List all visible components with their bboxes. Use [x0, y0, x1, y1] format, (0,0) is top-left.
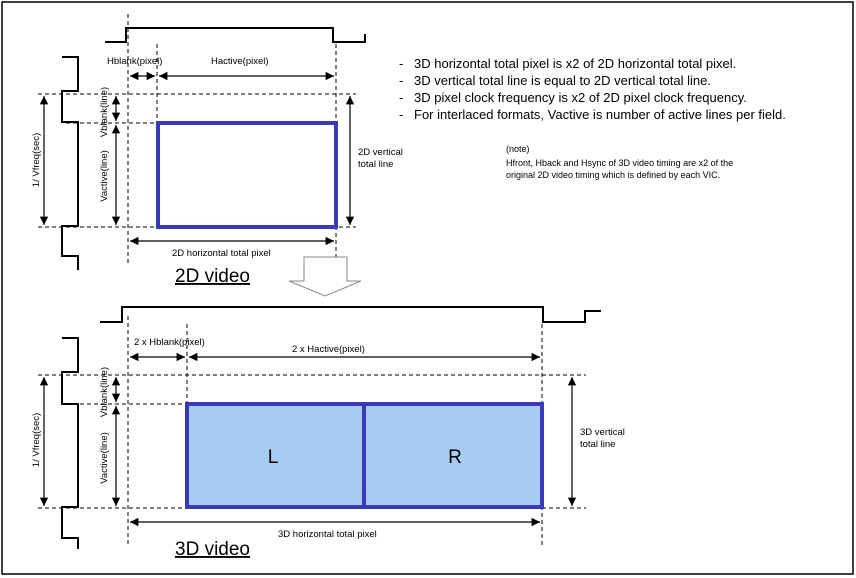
label-vtotal-3d-line1: 3D vertical — [580, 427, 625, 438]
bullet-marker: - — [399, 90, 403, 105]
label-vfreq-3d: 1/ Vfreq(sec) — [31, 413, 42, 467]
note-heading: (note) — [506, 144, 530, 154]
label-vtotal-2d-line2: total line — [358, 159, 393, 170]
label-vfreq-2d: 1/ Vfreq(sec) — [31, 133, 42, 187]
bullet-item: For interlaced formats, Vactive is numbe… — [414, 107, 786, 122]
title-2d-video: 2D video — [175, 266, 250, 287]
label-hblank-2d: Hblank(pixel) — [107, 56, 162, 67]
vsync-waveform-3d — [61, 337, 79, 549]
label-left-frame: L — [268, 447, 279, 468]
diagram-3d: L R 2 x Hblank(pixel) 2 x Hactive(pixel)… — [31, 306, 625, 560]
label-vtotal-3d-line2: total line — [580, 439, 615, 450]
bullet-item: 3D horizontal total pixel is x2 of 2D ho… — [414, 56, 736, 71]
active-frame-3d-left — [185, 402, 366, 509]
hsync-waveform-2d — [105, 27, 366, 43]
hsync-waveform-3d — [100, 306, 601, 323]
transition-arrow — [288, 256, 362, 297]
label-htotal-2d: 2D horizontal total pixel — [172, 248, 271, 259]
note-line: Hfront, Hback and Hsync of 3D video timi… — [506, 158, 733, 168]
label-vactive-3d: Vactive(line) — [99, 432, 110, 484]
active-frame-2d — [156, 121, 338, 229]
note-block: (note) Hfront, Hback and Hsync of 3D vid… — [506, 144, 733, 180]
bullet-marker: - — [399, 107, 403, 122]
diagram-2d: Hblank(pixel) Hactive(pixel) Vblank(line… — [31, 14, 403, 287]
bullet-marker: - — [399, 73, 403, 88]
label-right-frame: R — [448, 447, 462, 468]
label-vblank-2d: Vblank(line) — [99, 87, 110, 137]
label-vactive-2d: Vactive(line) — [99, 150, 110, 202]
title-3d-video: 3D video — [175, 539, 250, 560]
note-line: original 2D video timing which is define… — [506, 170, 720, 180]
bullet-list: - 3D horizontal total pixel is x2 of 2D … — [399, 56, 786, 122]
bullet-item: 3D pixel clock frequency is x2 of 2D pix… — [414, 90, 747, 105]
bullet-item: 3D vertical total line is equal to 2D ve… — [414, 73, 711, 88]
label-vtotal-2d-line1: 2D vertical — [358, 147, 403, 158]
label-vblank-3d: Vblank(line) — [99, 367, 110, 417]
label-htotal-3d: 3D horizontal total pixel — [278, 529, 377, 540]
label-hblank-3d: 2 x Hblank(pixel) — [134, 337, 205, 348]
active-frame-3d-right — [362, 402, 544, 509]
bullet-marker: - — [399, 56, 403, 71]
label-hactive-3d: 2 x Hactive(pixel) — [292, 344, 365, 355]
vsync-waveform-2d — [61, 56, 79, 270]
label-hactive-2d: Hactive(pixel) — [211, 56, 269, 67]
